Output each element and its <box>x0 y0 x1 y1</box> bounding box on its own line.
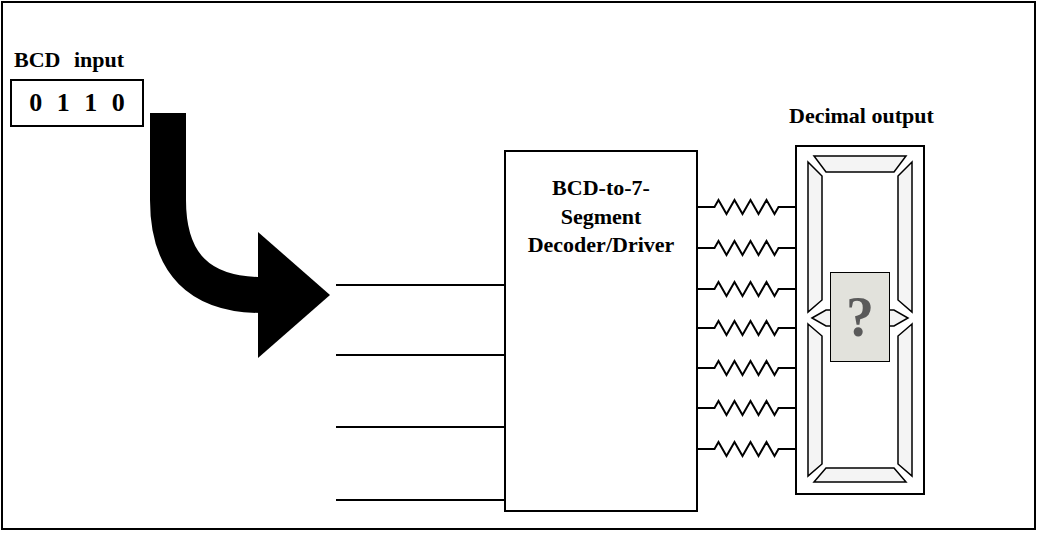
input-wires <box>336 285 504 500</box>
resistor-wire <box>698 442 795 456</box>
resistor-wire <box>698 361 795 375</box>
resistor-wire <box>698 401 795 415</box>
seven-segments <box>808 156 912 482</box>
seven-segment-display: Decimal output? <box>795 145 925 495</box>
heading: Decimal output <box>789 103 934 129</box>
resistor-wire <box>698 200 795 214</box>
unknown-digit: ? <box>846 289 874 345</box>
input-arrow <box>168 113 330 358</box>
unknown-digit-box: ? <box>830 272 890 362</box>
bcd-digits: 0 1 1 0 <box>29 86 125 120</box>
decoder-label: BCD-to-7-Segment Decoder/Driver <box>520 174 682 260</box>
resistor-wire <box>698 241 795 255</box>
resistor-wire <box>698 282 795 296</box>
resistor-wire <box>698 321 795 335</box>
bcd-input-box: BCD input0 1 1 0 <box>10 79 144 127</box>
decoder-box: BCD-to-7-Segment Decoder/Driver <box>504 150 698 512</box>
heading: BCD input <box>14 47 124 73</box>
